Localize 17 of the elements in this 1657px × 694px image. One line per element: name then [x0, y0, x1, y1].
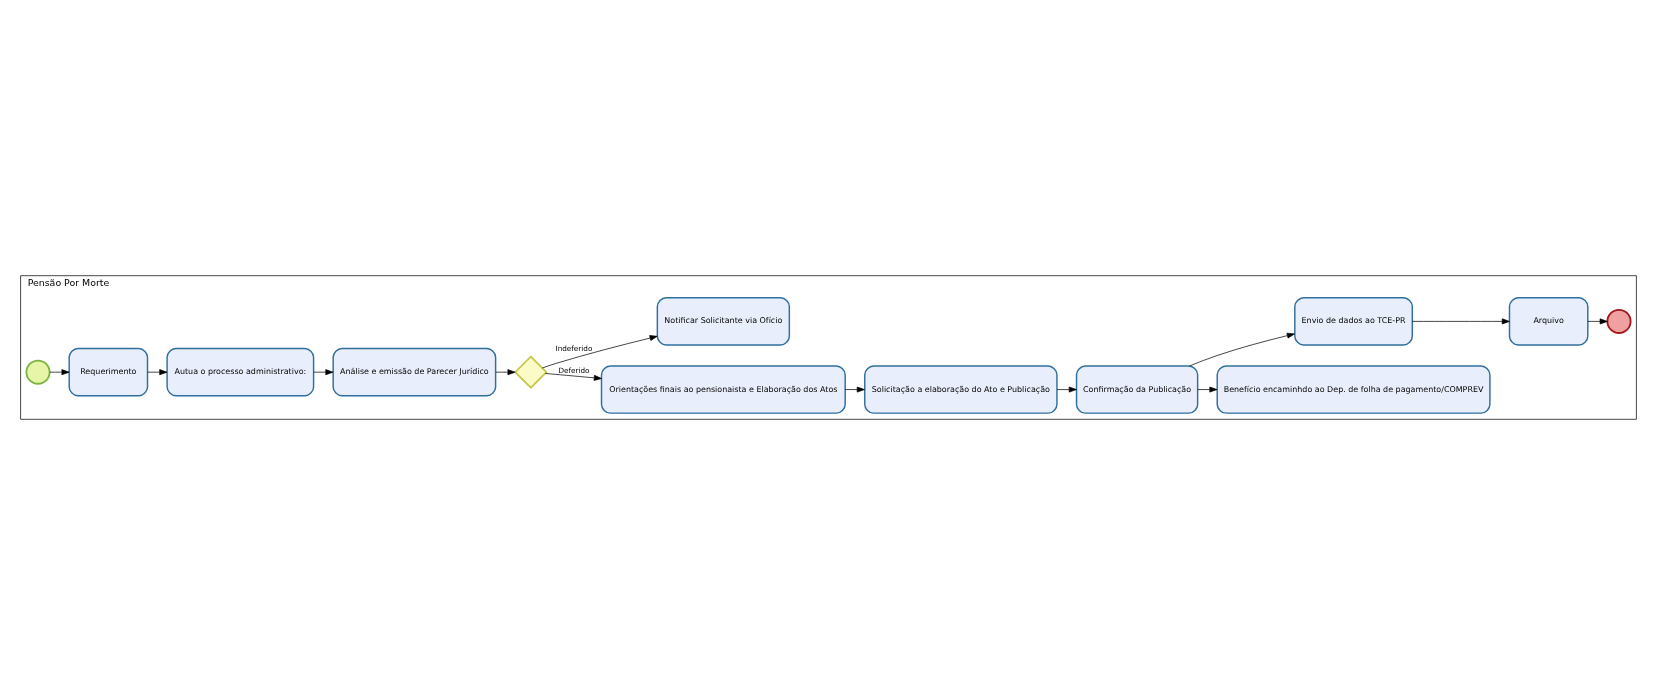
arrow	[147, 368, 168, 375]
arrow	[541, 334, 658, 368]
node-diamond	[513, 354, 548, 389]
arrow	[313, 368, 334, 375]
node-circle	[25, 359, 51, 385]
arrow	[844, 386, 865, 392]
arrow	[1587, 318, 1608, 324]
arrow	[544, 372, 602, 381]
arrow	[1056, 386, 1077, 392]
edge-label: Indeferido	[555, 343, 593, 353]
arrow	[49, 368, 70, 375]
arrow	[1189, 332, 1295, 366]
node-circle	[1606, 308, 1632, 334]
edge-label: Deferido	[558, 365, 590, 375]
arrow	[495, 368, 516, 375]
arrow	[1197, 386, 1218, 392]
arrow	[1412, 318, 1510, 324]
